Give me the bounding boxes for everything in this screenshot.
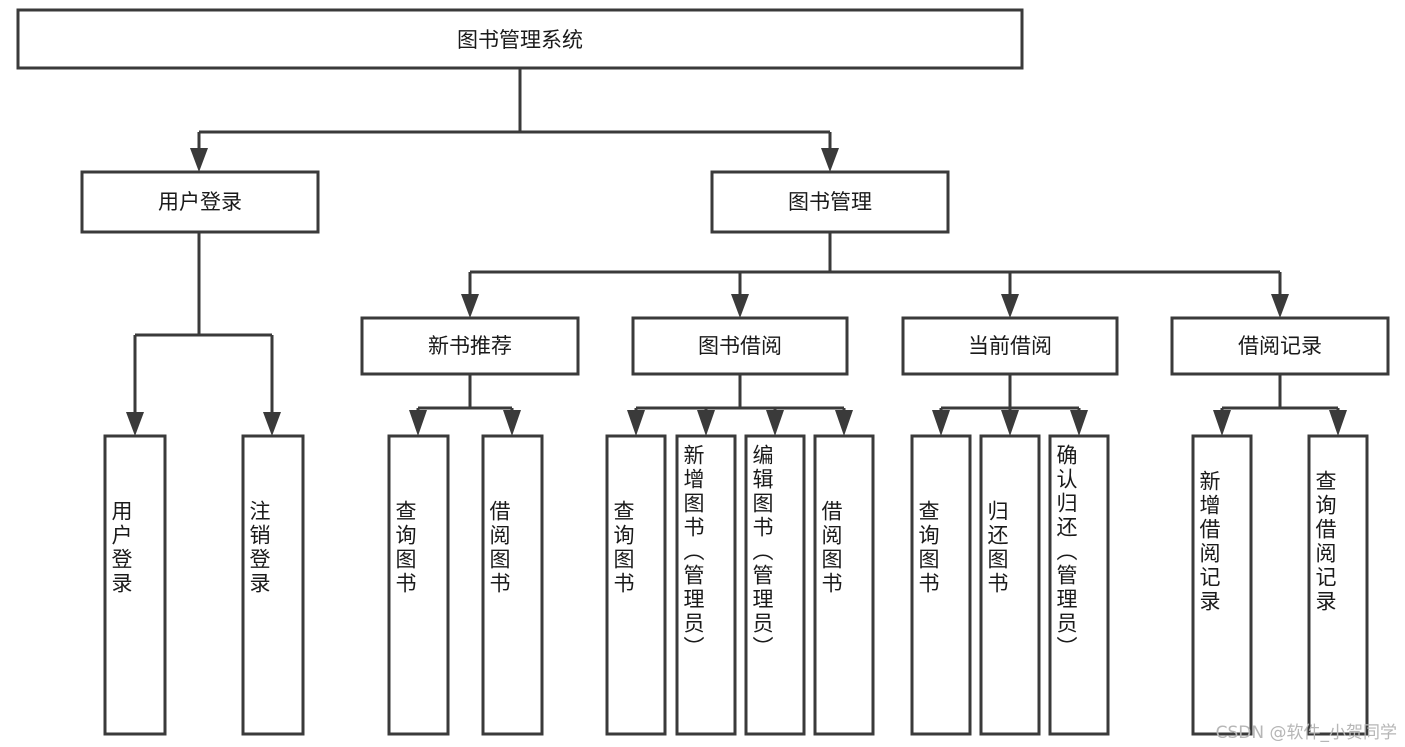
arrow-to-borrow-record xyxy=(1271,294,1289,318)
node-label-group: 图书管理系统 用户登录 图书管理 新书推荐 图书借阅 当前借阅 借阅记录 xyxy=(158,28,1322,358)
arrow-bookborrow-leaf2 xyxy=(697,410,715,436)
leaf-box-newbook-1[interactable] xyxy=(387,434,450,736)
leaf-box-bookborrow-2[interactable] xyxy=(675,434,737,736)
node-user-login-box[interactable] xyxy=(80,170,320,234)
leaf-box-currentborrow-2[interactable] xyxy=(979,434,1041,736)
node-book-manage-label: 图书管理 xyxy=(788,190,872,214)
node-new-book-box[interactable] xyxy=(360,316,580,376)
arrow-currentborrow-leaf1 xyxy=(932,410,950,436)
arrow-to-new-book xyxy=(461,294,479,318)
node-book-borrow-label: 图书借阅 xyxy=(698,334,782,358)
leaf-box-currentborrow-1[interactable] xyxy=(910,434,972,736)
leaf-box-borrowrecord-2[interactable] xyxy=(1307,434,1369,736)
node-new-book-label: 新书推荐 xyxy=(428,334,512,358)
arrow-bookborrow-leaf3 xyxy=(766,410,784,436)
arrow-currentborrow-leaf2 xyxy=(1001,410,1019,436)
arrow-to-book-borrow xyxy=(731,294,749,318)
arrow-borrowrecord-leaf1 xyxy=(1213,410,1231,436)
leaf-box-bookborrow-1[interactable] xyxy=(605,434,667,736)
leaf-box-currentborrow-3[interactable] xyxy=(1048,434,1110,736)
leaf-box-newbook-2[interactable] xyxy=(481,434,544,736)
arrow-borrowrecord-leaf2 xyxy=(1329,410,1347,436)
arrow-userlogin-leaf2 xyxy=(263,412,281,436)
leaf-box-userlogin-1[interactable] xyxy=(103,434,167,736)
arrow-bookborrow-leaf4 xyxy=(835,410,853,436)
leaf-box-userlogin-2[interactable] xyxy=(241,434,305,736)
node-borrow-record-box[interactable] xyxy=(1170,316,1390,376)
connector-group xyxy=(126,68,1347,436)
leaf-box-bookborrow-4[interactable] xyxy=(813,434,875,736)
node-book-borrow-box[interactable] xyxy=(631,316,849,376)
node-root-box[interactable] xyxy=(16,8,1024,70)
arrow-newbook-leaf1 xyxy=(409,410,427,436)
arrow-bookborrow-leaf1 xyxy=(627,410,645,436)
arrow-newbook-leaf2 xyxy=(503,410,521,436)
node-box-group xyxy=(16,8,1390,736)
node-current-borrow-label: 当前借阅 xyxy=(968,334,1052,358)
node-borrow-record-label: 借阅记录 xyxy=(1238,334,1322,358)
arrow-userlogin-leaf1 xyxy=(126,412,144,436)
node-root-label: 图书管理系统 xyxy=(457,28,583,52)
leaf-box-borrowrecord-1[interactable] xyxy=(1191,434,1253,736)
arrow-to-user-login xyxy=(190,148,208,172)
arrow-to-book-manage xyxy=(821,148,839,172)
arrow-to-current-borrow xyxy=(1001,294,1019,318)
node-current-borrow-box[interactable] xyxy=(901,316,1119,376)
node-book-manage-box[interactable] xyxy=(710,170,950,234)
leaf-box-bookborrow-3[interactable] xyxy=(744,434,806,736)
arrow-currentborrow-leaf3 xyxy=(1070,410,1088,436)
node-user-login-label: 用户登录 xyxy=(158,190,242,214)
